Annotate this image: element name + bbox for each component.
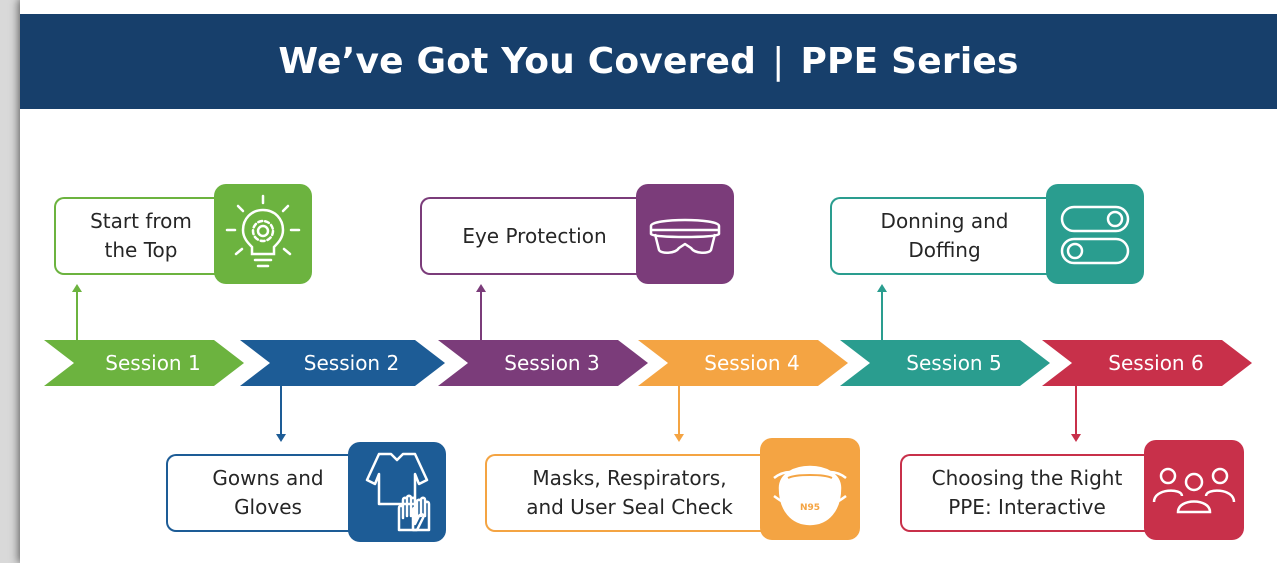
topic-1-icon-tile <box>214 184 312 284</box>
lightbulb-gear-icon <box>225 194 301 268</box>
title-banner: We’ve Got You Covered | PPE Series <box>20 14 1277 109</box>
title-series: PPE Series <box>800 41 1019 82</box>
topic-2-text: Gowns and Gloves <box>212 466 324 519</box>
session-4-label: Session 4 <box>704 351 800 375</box>
goggles-icon <box>649 218 721 254</box>
n95-mask-icon: N95 <box>773 465 847 526</box>
session-2-chevron: Session 2 <box>240 340 445 386</box>
session-1-chevron: Session 1 <box>44 340 244 386</box>
session-3-chevron: Session 3 <box>438 340 648 386</box>
topic-1-text: Start from the Top <box>90 209 192 262</box>
session-2-connector <box>276 386 286 442</box>
session-6-label: Session 6 <box>1108 351 1204 375</box>
toggle-switch-icon <box>1060 205 1130 265</box>
session-1-label: Session 1 <box>105 351 201 375</box>
topic-card-donning-and-doffing: Donning and Doffing <box>830 197 1057 275</box>
session-5-chevron: Session 5 <box>840 340 1050 386</box>
session-3-label: Session 3 <box>504 351 600 375</box>
session-4-connector <box>674 386 684 442</box>
topic-card-masks-respirators: Masks, Respirators, and User Seal Check <box>485 454 772 532</box>
session-2-label: Session 2 <box>303 351 400 375</box>
topic-6-text: Choosing the Right PPE: Interactive <box>931 466 1123 519</box>
topic-3-text: Eye Protection <box>462 223 607 248</box>
topic-4-text: Masks, Respirators, and User Seal Check <box>526 466 733 519</box>
topic-card-start-from-the-top: Start from the Top <box>54 197 226 275</box>
title-separator: | <box>772 41 785 82</box>
topic-3-icon-tile <box>636 184 734 284</box>
gown-gloves-icon <box>365 452 431 532</box>
topic-card-eye-protection: Eye Protection <box>420 197 647 275</box>
page-title: We’ve Got You Covered | PPE Series <box>278 41 1018 82</box>
n95-label: N95 <box>800 503 820 513</box>
session-6-connector <box>1071 386 1081 442</box>
topic-2-icon-tile <box>348 442 446 542</box>
session-5-connector <box>877 284 887 340</box>
topic-5-text: Donning and Doffing <box>880 209 1009 262</box>
session-6-chevron: Session 6 <box>1042 340 1252 386</box>
session-4-chevron: Session 4 <box>638 340 848 386</box>
topic-card-gowns-and-gloves: Gowns and Gloves <box>166 454 368 532</box>
session-5-label: Session 5 <box>906 351 1002 375</box>
session-1-connector <box>72 284 82 340</box>
topic-6-icon-tile <box>1144 440 1244 540</box>
topic-card-choosing-the-right-ppe: Choosing the Right PPE: Interactive <box>900 454 1152 532</box>
topic-5-icon-tile <box>1046 184 1144 284</box>
people-group-icon <box>1152 467 1236 514</box>
slide: We’ve Got You Covered | PPE Series Session… <box>20 0 1277 563</box>
session-3-connector <box>476 284 486 340</box>
topic-4-icon-tile: N95 <box>760 438 860 540</box>
title-main: We’ve Got You Covered <box>278 41 757 82</box>
